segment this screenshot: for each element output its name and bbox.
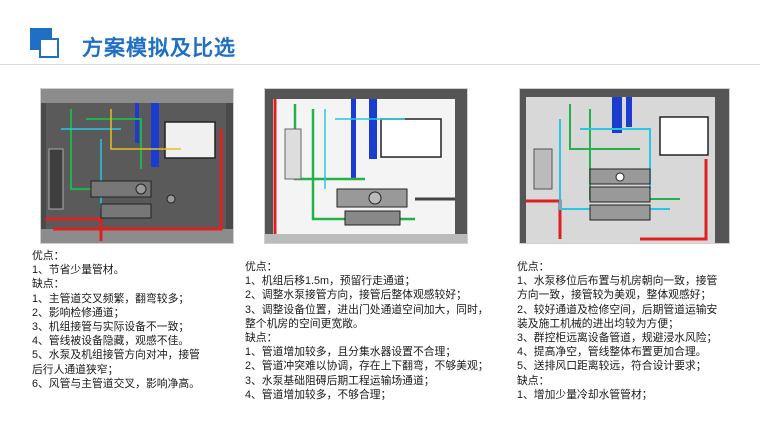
notes-plan-2: 优点： 1、机组后移1.5m，预留行走通道； 2、调整水泵接管方向，接管后整体观… <box>245 260 510 402</box>
note-line: 缺点： <box>32 277 232 291</box>
note-line: 整个机房的空间更宽敞。 <box>245 317 510 331</box>
note-line: 4、提高净空，管线整体布置更加合理。 <box>517 345 755 359</box>
notes-plan-3: 优点： 1、水泵移位后布置与机房朝向一致，接管 方向一致，接管较为美观，整体观感… <box>517 260 755 402</box>
note-line: 1、机组后移1.5m，预留行走通道； <box>245 274 510 288</box>
note-line: 6、风管与主管道交叉，影响净高。 <box>32 377 232 391</box>
note-line: 缺点： <box>245 331 510 345</box>
plan-image-3 <box>519 88 730 244</box>
note-line: 3、机组接管与实际设备不一致； <box>32 320 232 334</box>
plan-image-1 <box>40 88 234 244</box>
page-title: 方案模拟及比选 <box>82 32 236 62</box>
note-line: 2、影响检修通道； <box>32 306 232 320</box>
note-line: 缺点： <box>517 374 755 388</box>
note-line: 后行人通道狭窄； <box>32 363 232 377</box>
note-line: 优点： <box>517 260 755 274</box>
note-line: 3、水泵基础阻碍后期工程运输场通道； <box>245 374 510 388</box>
note-line: 1、节省少量管材。 <box>32 263 232 277</box>
note-line: 2、管道冲突难以协调，存在上下翻弯，不够美观； <box>245 359 510 373</box>
notes-plan-1: 优点： 1、节省少量管材。 缺点： 1、主管道交叉频繁，翻弯较多； 2、影响检修… <box>32 249 232 391</box>
note-line: 4、管线被设备隐藏，观感不佳。 <box>32 334 232 348</box>
note-line: 装及施工机械的进出均较为方便； <box>517 317 755 331</box>
note-line: 1、管道增加较多，且分集水器设置不合理； <box>245 345 510 359</box>
note-line: 5、水泵及机组接管方向对冲，接管 <box>32 348 232 362</box>
note-line: 5、送排风口距离较远，符合设计要求； <box>517 359 755 373</box>
note-line: 1、增加少量冷却水管管材； <box>517 388 755 402</box>
logo-squares-icon <box>30 28 60 58</box>
note-line: 4、管道增加较多，不够合理； <box>245 388 510 402</box>
title-bar: 方案模拟及比选 <box>0 0 760 70</box>
note-line: 优点： <box>245 260 510 274</box>
note-line: 3、群控柜远离设备管道，规避浸水风险； <box>517 331 755 345</box>
plan-image-2 <box>264 88 468 244</box>
note-line: 2、较好通道及检修空间，后期管道运输安 <box>517 303 755 317</box>
note-line: 1、水泵移位后布置与机房朝向一致，接管 <box>517 274 755 288</box>
note-line: 2、调整水泵接管方向，接管后整体观感较好； <box>245 288 510 302</box>
title-divider <box>0 64 760 65</box>
note-line: 方向一致，接管较为美观，整体观感好； <box>517 288 755 302</box>
note-line: 3、调整设备位置，进出门处通道空间加大，同时， <box>245 303 510 317</box>
note-line: 1、主管道交叉频繁，翻弯较多； <box>32 292 232 306</box>
note-line: 优点： <box>32 249 232 263</box>
